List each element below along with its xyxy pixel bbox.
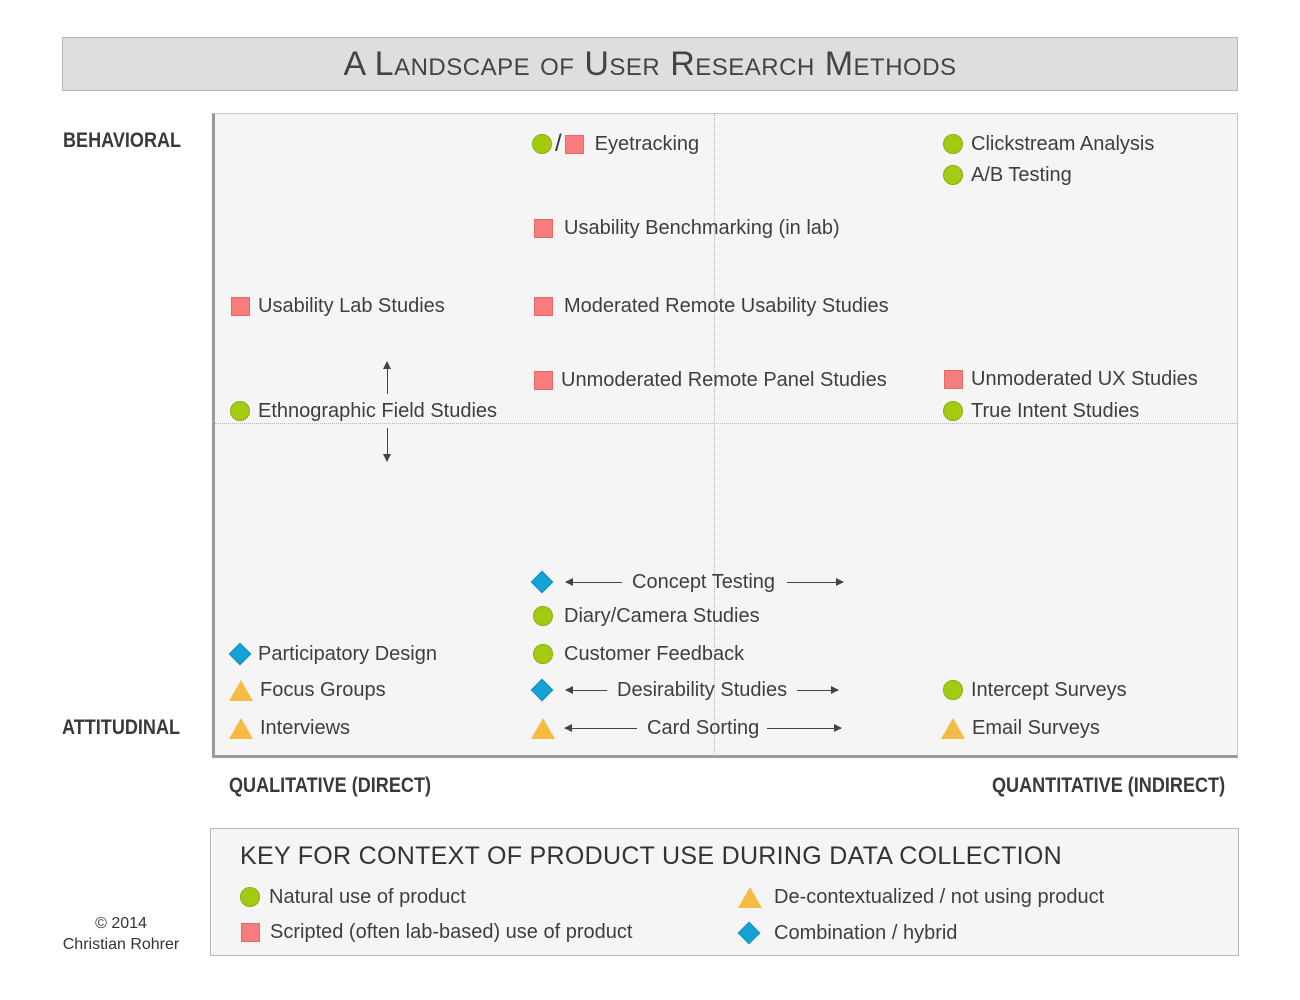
- natural-use-circle-icon: [230, 401, 250, 421]
- method-card-sorting: Card Sorting: [531, 715, 843, 741]
- method-usability-benchmarking: Usability Benchmarking (in lab): [534, 215, 840, 241]
- copyright-author: Christian Rohrer: [62, 936, 180, 953]
- method-usability-lab-studies: Usability Lab Studies: [231, 293, 445, 319]
- combination-diamond-icon: [228, 642, 252, 666]
- method-concept-testing: Concept Testing: [530, 569, 845, 595]
- up-arrow-icon: [383, 361, 391, 394]
- legend-item-decontextualized: De-contextualized / not using product: [738, 884, 1104, 910]
- method-label: Interviews: [260, 716, 351, 739]
- slash-separator: /: [555, 130, 562, 157]
- method-label: Focus Groups: [260, 678, 386, 701]
- left-arrow-icon: [565, 577, 622, 586]
- natural-use-circle-icon: [533, 606, 553, 626]
- scripted-use-square-icon: [241, 922, 260, 942]
- method-eyetracking: / Eyetracking: [532, 130, 700, 157]
- method-participatory-design: Participatory Design: [228, 641, 437, 667]
- right-arrow-icon: [787, 577, 845, 586]
- natural-use-circle-icon: [240, 887, 260, 907]
- scripted-use-square-icon: [534, 296, 553, 316]
- method-ethnographic-field-studies: Ethnographic Field Studies: [230, 398, 497, 424]
- axis-label-quantitative: QUANTITATIVE (INDIRECT): [992, 774, 1226, 797]
- plot-area: [212, 113, 1238, 758]
- legend-item-natural: Natural use of product: [240, 884, 466, 910]
- method-email-surveys: Email Surveys: [941, 715, 1100, 741]
- down-arrow-icon: [383, 428, 391, 462]
- method-label: Usability Benchmarking (in lab): [564, 216, 840, 239]
- method-moderated-remote-usability: Moderated Remote Usability Studies: [534, 293, 889, 319]
- method-ab-testing: A/B Testing: [943, 162, 1072, 188]
- legend-label: De-contextualized / not using product: [774, 885, 1105, 908]
- method-label: Intercept Surveys: [971, 678, 1127, 701]
- decontextualized-triangle-icon: [738, 886, 762, 908]
- legend-item-scripted: Scripted (often lab-based) use of produc…: [241, 919, 632, 945]
- legend-title: KEY FOR CONTEXT OF PRODUCT USE DURING DA…: [240, 842, 1063, 870]
- scripted-use-square-icon: [534, 218, 553, 238]
- title-banner: A Landscape of User Research Methods: [62, 37, 1238, 91]
- method-label: Clickstream Analysis: [971, 132, 1155, 155]
- legend-label: Natural use of product: [269, 885, 466, 908]
- method-label: Eyetracking: [594, 132, 700, 155]
- method-label: Unmoderated UX Studies: [971, 367, 1198, 390]
- method-interviews: Interviews: [229, 715, 350, 741]
- method-unmoderated-ux-studies: Unmoderated UX Studies: [944, 366, 1198, 392]
- scripted-use-square-icon: [231, 296, 250, 316]
- legend-label: Combination / hybrid: [774, 921, 958, 944]
- decontextualized-triangle-icon: [229, 679, 253, 701]
- combination-diamond-icon: [530, 570, 554, 594]
- method-label: Diary/Camera Studies: [564, 604, 760, 627]
- natural-use-circle-icon: [943, 680, 963, 700]
- method-focus-groups: Focus Groups: [229, 677, 386, 703]
- method-label: True Intent Studies: [971, 399, 1140, 422]
- method-label: Ethnographic Field Studies: [258, 399, 498, 422]
- scripted-use-square-icon: [534, 370, 553, 390]
- right-arrow-icon: [797, 685, 840, 694]
- method-label: Concept Testing: [632, 570, 776, 593]
- axis-label-qualitative: QUALITATIVE (DIRECT): [229, 774, 431, 797]
- method-label: Email Surveys: [972, 716, 1100, 739]
- method-true-intent-studies: True Intent Studies: [943, 398, 1139, 424]
- method-label: Participatory Design: [258, 642, 437, 665]
- vertical-divider: [714, 114, 715, 756]
- legend-label: Scripted (often lab-based) use of produc…: [270, 920, 633, 943]
- method-desirability-studies: Desirability Studies: [530, 677, 840, 703]
- method-label: Customer Feedback: [564, 642, 745, 665]
- legend-box: [210, 828, 1239, 956]
- natural-use-circle-icon: [532, 134, 552, 154]
- decontextualized-triangle-icon: [531, 717, 555, 739]
- copyright-notice: © 2014 Christian Rohrer: [50, 913, 192, 955]
- decontextualized-triangle-icon: [941, 717, 965, 739]
- scripted-use-square-icon: [564, 134, 584, 154]
- axis-label-attitudinal: ATTITUDINAL: [62, 716, 181, 739]
- method-label: Usability Lab Studies: [258, 294, 445, 317]
- axis-label-behavioral: BEHAVIORAL: [63, 129, 182, 152]
- method-label: Moderated Remote Usability Studies: [564, 294, 889, 317]
- method-customer-feedback: Customer Feedback: [533, 641, 744, 667]
- combination-diamond-icon: [530, 678, 554, 702]
- horizontal-divider: [215, 423, 1237, 424]
- diagram-title: A Landscape of User Research Methods: [343, 44, 957, 83]
- decontextualized-triangle-icon: [229, 717, 253, 739]
- natural-use-circle-icon: [943, 134, 963, 154]
- left-arrow-icon: [564, 723, 637, 732]
- right-arrow-icon: [767, 723, 843, 732]
- method-label: Unmoderated Remote Panel Studies: [561, 368, 887, 391]
- method-intercept-surveys: Intercept Surveys: [943, 677, 1127, 703]
- copyright-year: © 2014: [95, 915, 147, 932]
- method-label: A/B Testing: [971, 163, 1072, 186]
- scripted-use-square-icon: [944, 369, 963, 389]
- legend-item-combination: Combination / hybrid: [737, 920, 958, 946]
- natural-use-circle-icon: [943, 401, 963, 421]
- method-unmoderated-remote-panel: Unmoderated Remote Panel Studies: [534, 367, 887, 393]
- method-label: Card Sorting: [647, 716, 760, 739]
- method-diary-camera-studies: Diary/Camera Studies: [533, 603, 760, 629]
- method-clickstream-analysis: Clickstream Analysis: [943, 131, 1154, 157]
- left-arrow-icon: [565, 685, 607, 694]
- natural-use-circle-icon: [943, 165, 963, 185]
- natural-use-circle-icon: [533, 644, 553, 664]
- method-label: Desirability Studies: [617, 678, 788, 701]
- combination-diamond-icon: [737, 921, 761, 945]
